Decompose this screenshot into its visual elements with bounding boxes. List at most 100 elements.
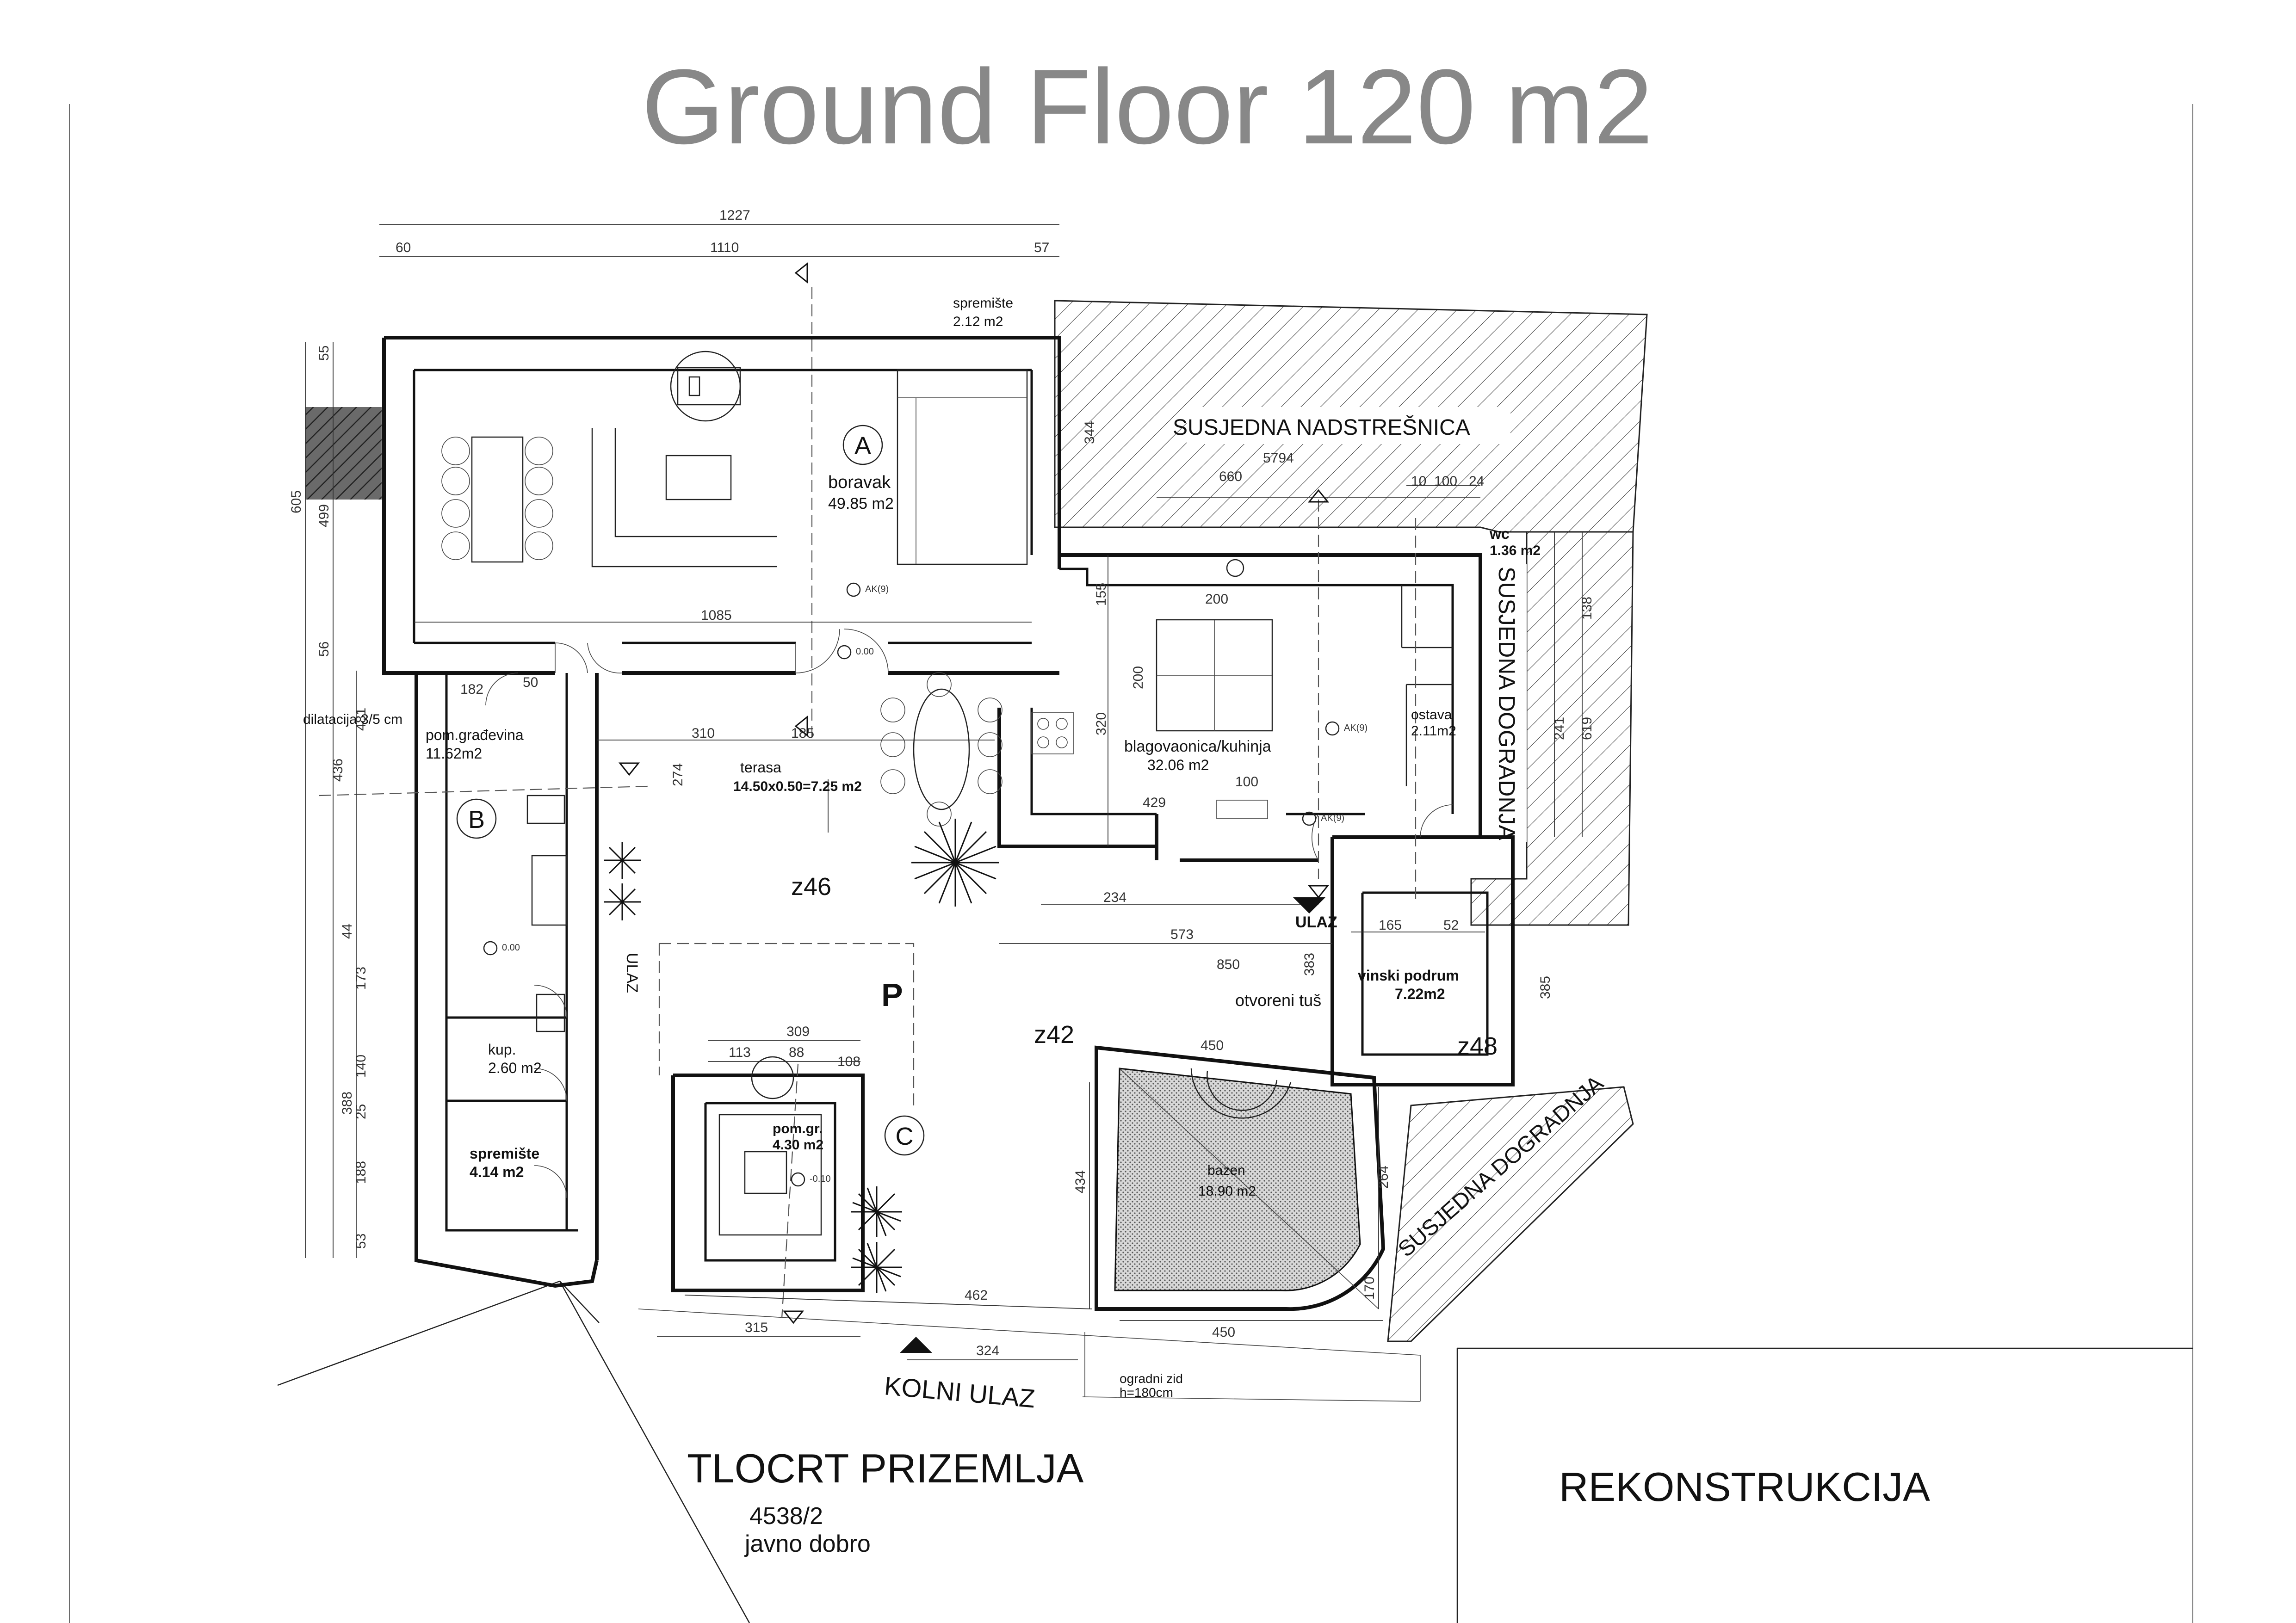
marker-c-circle [884, 1115, 925, 1156]
dim-24: 24 [1469, 474, 1484, 489]
dim-450-top: 450 [1201, 1038, 1224, 1053]
dim-top-right: 57 [1034, 240, 1049, 255]
dim-274: 274 [670, 763, 686, 786]
room-terasa-area: 14.50x0.50=7.25 m2 [733, 779, 862, 794]
neighbor-canopy-label: SUSJEDNA NADSTREŠNICA [1173, 415, 1470, 440]
room-vinski-podrum-name: vinski podrum [1358, 967, 1459, 984]
dim-left-436: 436 [330, 759, 346, 782]
zone-z48: z48 [1457, 1032, 1498, 1060]
stamp-text: REKONSTRUKCIJA [1559, 1464, 1930, 1510]
dim-429: 429 [1143, 795, 1166, 810]
dim-left-53: 53 [353, 1234, 369, 1249]
marker-b: B [468, 806, 485, 833]
room-kup-name: kup. [488, 1041, 516, 1058]
section-line-d [319, 785, 648, 796]
marker-c: C [896, 1123, 914, 1150]
neighbor-extension-right-label-bg [1490, 564, 1527, 842]
dim-108: 108 [837, 1054, 860, 1069]
dim-left-605: 605 [289, 490, 304, 513]
dim-5794: 5794 [1263, 450, 1294, 466]
room-pom-gradevina-name: pom.građevina [426, 727, 524, 743]
note-fence-line2: h=180cm [1120, 1385, 1173, 1400]
room-pom-gradevina-area: 11.62m2 [426, 745, 482, 762]
room-wc-name: wc [1489, 525, 1510, 542]
dim-234: 234 [1103, 890, 1126, 905]
room-blagovaonica-name: blagovaonica/kuhinja [1124, 738, 1271, 755]
parcel-number: 4538/2 [749, 1503, 823, 1530]
title-stamp-box [1456, 1347, 2193, 1623]
dim-170: 170 [1362, 1277, 1377, 1300]
room-wc-area: 1.36 m2 [1490, 543, 1541, 558]
marker-b-circle [456, 798, 497, 839]
neighbor-canopy-label-bg [1187, 407, 1510, 444]
dim-left-188: 188 [353, 1161, 369, 1184]
dim-1085: 1085 [701, 608, 732, 623]
dim-100-kitchen: 100 [1235, 774, 1258, 790]
kitchen-furniture [1031, 559, 1273, 819]
level-minus: -0.10 [810, 1174, 831, 1184]
room-boravak-area: 49.85 m2 [828, 495, 894, 512]
dim-344: 344 [1082, 421, 1097, 444]
building-walls [382, 336, 1515, 1292]
room-blagovaonica-area: 32.06 m2 [1147, 757, 1209, 773]
zone-z46: z46 [791, 873, 831, 901]
dim-right-138: 138 [1579, 597, 1595, 620]
room-spremiste-top-area: 2.12 m2 [953, 314, 1003, 329]
room-vinski-podrum-area: 7.22m2 [1395, 986, 1445, 1002]
dim-315: 315 [745, 1320, 768, 1335]
drawing-caption: TLOCRT PRIZEMLJA [687, 1445, 1084, 1491]
doors [485, 629, 1453, 1198]
dim-113: 113 [729, 1045, 751, 1060]
dim-left-25: 25 [353, 1104, 369, 1119]
note-dilatation: dilatacija 3/5 cm [303, 712, 402, 727]
dim-200-side: 200 [1131, 666, 1146, 689]
dim-385: 385 [1538, 976, 1553, 999]
dim-top-inner: 1110 [710, 240, 739, 255]
dim-100: 100 [1434, 474, 1457, 489]
dim-left-44: 44 [340, 924, 355, 939]
dim-52: 52 [1443, 918, 1459, 933]
dim-10: 10 [1411, 474, 1426, 489]
note-fence-line1: ogradni zid [1120, 1371, 1183, 1386]
plants [604, 819, 999, 1293]
room-terasa-name: terasa [740, 759, 781, 776]
parcel-boundary [277, 1280, 1421, 1623]
dim-left-56: 56 [316, 642, 332, 657]
dim-182: 182 [460, 682, 483, 697]
note-open-shower: otvoreni tuš [1235, 991, 1321, 1010]
dim-462: 462 [965, 1288, 988, 1303]
entrance-ulaz: ULAZ [1295, 913, 1337, 931]
dim-left-173: 173 [353, 967, 369, 990]
dim-200-top: 200 [1205, 592, 1228, 607]
level-marks [483, 582, 1340, 1187]
neighbor-wall-left [305, 407, 382, 500]
zone-z42: z42 [1034, 1021, 1074, 1049]
terrace-dining [880, 672, 1003, 827]
dim-left-481: 481 [353, 708, 369, 731]
room-spremiste-bottom-name: spremište [470, 1145, 539, 1162]
section-markers [618, 262, 1330, 1353]
room-pom-gr-area: 4.30 m2 [773, 1137, 823, 1153]
dim-573: 573 [1170, 927, 1194, 942]
level-zero-a: 0.00 [502, 943, 520, 953]
dim-left-499: 499 [316, 504, 332, 527]
dim-850: 850 [1217, 957, 1240, 972]
neighbor-extension-right-label: SUSJEDNA DOGRADNJA [1494, 567, 1520, 840]
marker-a: A [854, 432, 871, 460]
entrance-kolni-ulaz: KOLNI ULAZ [883, 1371, 1036, 1413]
level-ak-kitchen: AK(9) [1344, 723, 1368, 733]
room-kup-area: 2.60 m2 [488, 1060, 542, 1076]
marker-circle-pom [751, 1056, 794, 1099]
page-title: Ground Floor 120 m2 [642, 47, 1653, 166]
dim-88: 88 [789, 1045, 804, 1060]
dim-660: 660 [1219, 469, 1242, 484]
pool [1095, 1045, 1386, 1311]
dim-left-140: 140 [353, 1055, 369, 1078]
room-spremiste-bottom-area: 4.14 m2 [470, 1164, 524, 1180]
dim-383: 383 [1302, 953, 1317, 976]
room-bazen-name: bazen [1207, 1163, 1245, 1178]
level-zero-b: 0.00 [856, 647, 874, 657]
dim-right-619: 619 [1579, 717, 1595, 740]
entrance-ulaz-side: ULAZ [623, 953, 641, 993]
dim-320: 320 [1094, 712, 1109, 735]
